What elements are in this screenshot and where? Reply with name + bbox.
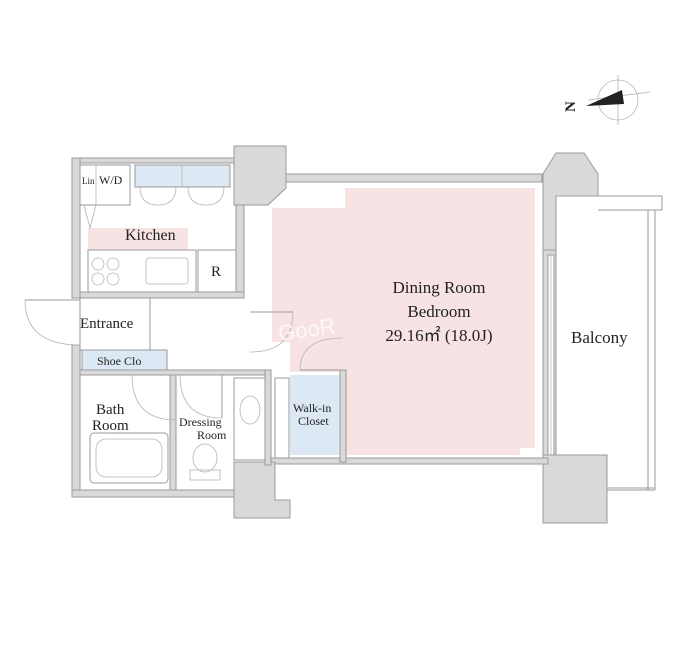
fridge-label: R	[211, 264, 221, 280]
main-room-label-1: Dining Room	[392, 278, 485, 297]
kitchen-upper-cabinet	[135, 165, 230, 187]
compass-letter: N	[563, 101, 579, 112]
shoe-closet-label: Shoe Clo	[97, 354, 141, 368]
main-room-label-2: Bedroom	[407, 302, 470, 321]
wall	[235, 204, 245, 296]
sink	[145, 257, 189, 285]
wall	[264, 369, 272, 466]
entrance-area	[79, 297, 168, 371]
column	[542, 454, 608, 524]
shoe-closet	[81, 349, 168, 371]
balcony-label: Balcony	[571, 328, 628, 347]
wall	[339, 369, 347, 463]
walkin-shelf	[274, 377, 290, 459]
washer-label: W/D	[99, 173, 123, 187]
kitchen-fixtures	[79, 164, 237, 293]
column	[542, 152, 599, 256]
room-labels: Lin W/D Kitchen R Entrance Shoe Clo Bath…	[80, 173, 628, 442]
wall	[269, 457, 549, 465]
compass: N	[563, 75, 651, 125]
kitchen-highlight	[88, 228, 188, 250]
walkin-label-1: Walk-in	[293, 401, 331, 415]
doors	[24, 299, 344, 421]
wall	[71, 344, 81, 498]
refrigerator	[197, 249, 237, 293]
bath-label-2: Room	[92, 418, 129, 434]
toilet-tank	[189, 469, 221, 481]
toilet-bowl	[192, 443, 218, 473]
vanity	[233, 377, 266, 461]
wall	[285, 173, 543, 183]
walkin-label-2: Closet	[298, 414, 329, 428]
wall	[71, 157, 235, 164]
room-fills	[88, 165, 535, 455]
wall	[79, 369, 271, 376]
dressing-label-2: Room	[197, 428, 227, 442]
upper-cabinet	[134, 164, 231, 188]
main-room-area: 29.16㎡ (18.0J)	[385, 326, 492, 345]
washer-box	[79, 164, 131, 206]
wall	[71, 157, 81, 299]
compass-arrow-icon	[586, 90, 624, 106]
wall	[169, 374, 177, 491]
bath-fixtures	[89, 377, 290, 484]
main-room-fill	[272, 188, 535, 455]
laundry-label: Lin	[82, 176, 95, 186]
dressing-label-1: Dressing	[179, 415, 222, 429]
column	[233, 145, 287, 206]
bath-label-1: Bath	[96, 402, 125, 418]
balcony	[547, 195, 663, 491]
counter	[87, 249, 197, 293]
bathtub	[89, 432, 169, 484]
wall	[71, 489, 238, 498]
entrance-label: Entrance	[80, 316, 134, 332]
wall	[79, 291, 245, 299]
column	[233, 461, 291, 519]
walkin-closet-fill	[290, 375, 340, 455]
wash-basin	[239, 395, 261, 425]
kitchen-label: Kitchen	[125, 227, 176, 244]
